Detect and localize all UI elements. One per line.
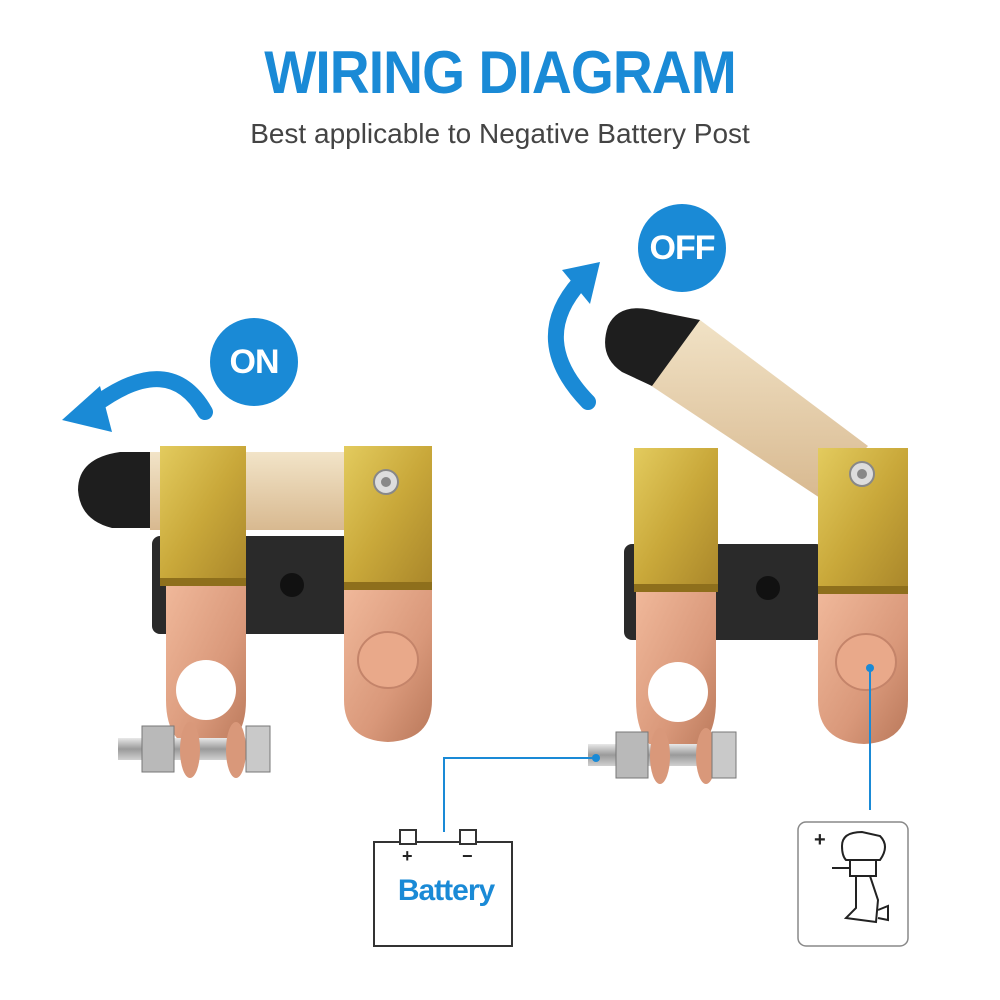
handle-bar: [650, 312, 868, 498]
on-badge: ON: [210, 318, 298, 406]
off-badge: OFF: [638, 204, 726, 292]
rubber-cap: [605, 308, 700, 386]
motor-box: [797, 821, 909, 947]
battery-negative-sign: −: [462, 846, 473, 866]
rotate-arrow-on: [87, 371, 213, 420]
motor-positive-sign: +: [814, 829, 826, 851]
battery-positive-sign: +: [402, 846, 413, 866]
switch-on-assembly: [78, 446, 432, 778]
brass-bracket-right: [344, 446, 432, 588]
rubber-cap: [78, 452, 150, 528]
wire-to-battery: [443, 757, 596, 832]
diagram-subtitle: Best applicable to Negative Battery Post: [250, 118, 750, 149]
rotate-arrow-off: [547, 274, 596, 410]
switch-off-assembly: [588, 308, 908, 784]
battery-box: [373, 829, 513, 947]
outboard-motor-icon: [832, 830, 889, 924]
brass-bracket-left: [160, 446, 246, 584]
brass-bracket-left: [634, 448, 718, 590]
battery-label: Battery: [397, 874, 495, 907]
diagram-title: WIRING DIAGRAM: [264, 39, 737, 106]
